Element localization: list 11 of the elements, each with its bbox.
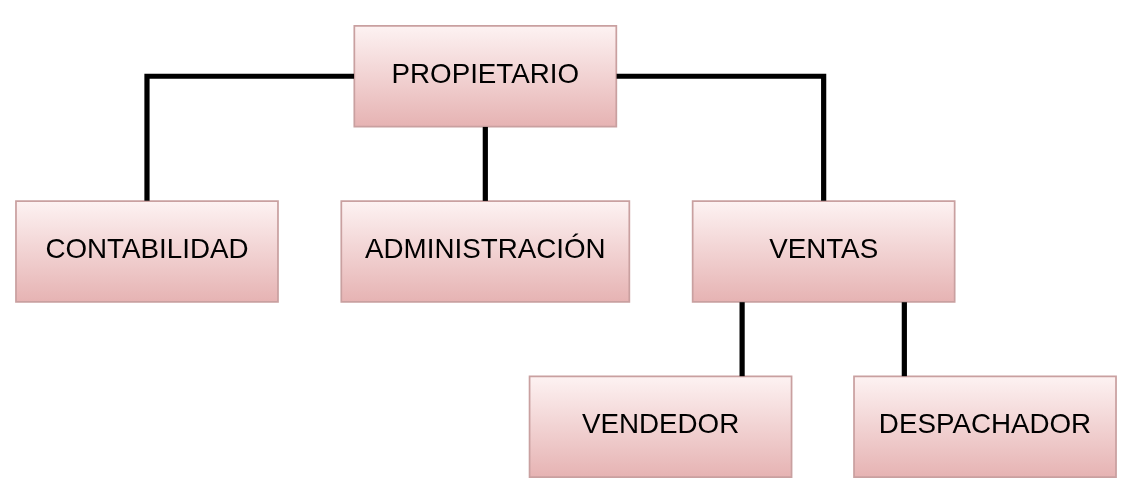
connector [739, 301, 745, 376]
connector [616, 73, 827, 201]
connector [901, 301, 907, 376]
node-box: PROPIETARIO [353, 24, 618, 127]
node-box: VENDEDOR [528, 375, 793, 478]
node-box: ADMINISTRACIÓN [340, 199, 631, 303]
connector [144, 73, 355, 201]
node-box: CONTABILIDAD [15, 199, 279, 303]
connector [482, 126, 488, 201]
node-box: VENTAS [691, 199, 956, 303]
node-box: DESPACHADOR [853, 375, 1117, 478]
